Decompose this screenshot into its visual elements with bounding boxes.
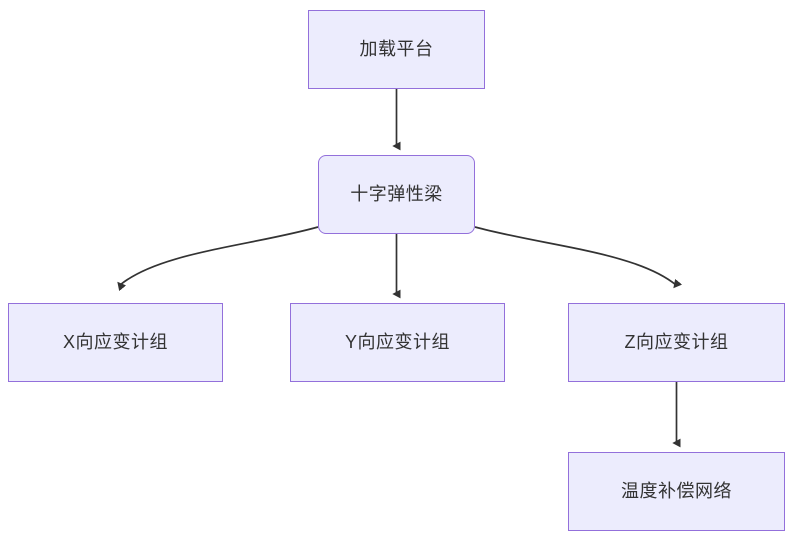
- node-label: 加载平台: [359, 38, 434, 59]
- node-label: Y向应变计组: [344, 331, 450, 352]
- edge-beam-to-z-gauge: [474, 226, 683, 289]
- edge-beam-to-x-gauge: [117, 226, 319, 292]
- node-z-strain-gauge-group[interactable]: Z向应变计组: [568, 303, 785, 382]
- node-loading-platform[interactable]: 加载平台: [308, 10, 485, 89]
- node-y-strain-gauge-group[interactable]: Y向应变计组: [290, 303, 505, 382]
- node-cross-elastic-beam[interactable]: 十字弹性梁: [318, 155, 475, 234]
- node-label: 温度补偿网络: [621, 480, 732, 501]
- node-label: X向应变计组: [62, 331, 168, 352]
- node-label: Z向应变计组: [624, 331, 729, 352]
- node-label: 十字弹性梁: [350, 183, 443, 204]
- node-temperature-compensation-network[interactable]: 温度补偿网络: [568, 452, 785, 531]
- node-x-strain-gauge-group[interactable]: X向应变计组: [8, 303, 223, 382]
